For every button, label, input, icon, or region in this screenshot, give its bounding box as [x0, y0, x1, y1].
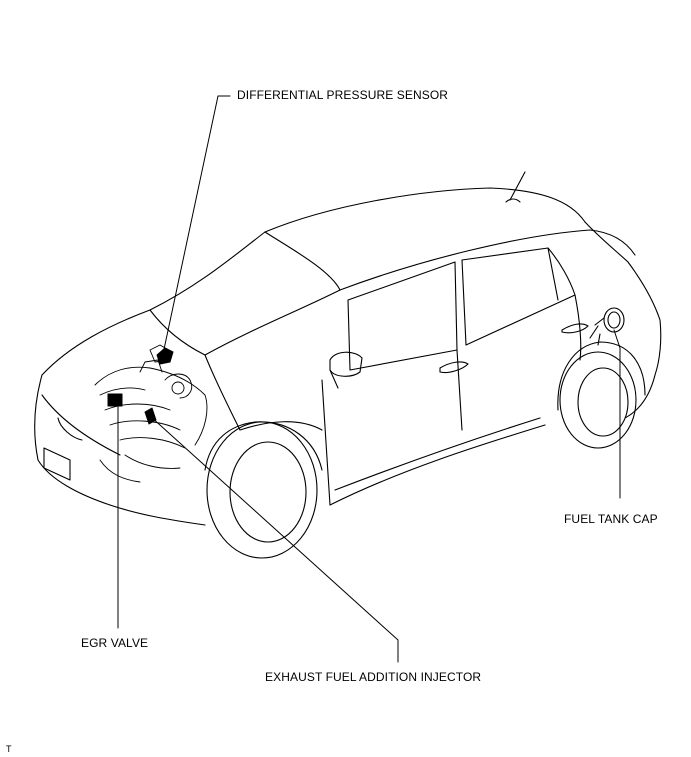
fuel-tank-cap [589, 307, 625, 346]
differential-pressure-sensor [156, 347, 174, 365]
egr-valve [107, 393, 123, 407]
rear-wheel [557, 341, 646, 449]
label-fuel-tank-cap: FUEL TANK CAP [564, 512, 658, 526]
leader-line-exhaust-fuel-addition-injector [149, 415, 399, 663]
front-wheel [204, 421, 323, 559]
corner-mark: T [6, 744, 12, 754]
leader-line-fuel-tank-cap [613, 329, 621, 499]
label-exhaust-fuel-addition-injector: EXHAUST FUEL ADDITION INJECTOR [265, 670, 482, 684]
leader-line-differential-pressure-sensor [162, 95, 231, 355]
label-egr-valve: EGR VALVE [81, 636, 149, 650]
engine-assembly [94, 344, 208, 483]
car-outline [34, 171, 662, 526]
label-differential-pressure-sensor: DIFFERENTIAL PRESSURE SENSOR [237, 88, 449, 102]
leader-line-egr-valve [114, 403, 119, 629]
leader-lines [114, 95, 621, 663]
